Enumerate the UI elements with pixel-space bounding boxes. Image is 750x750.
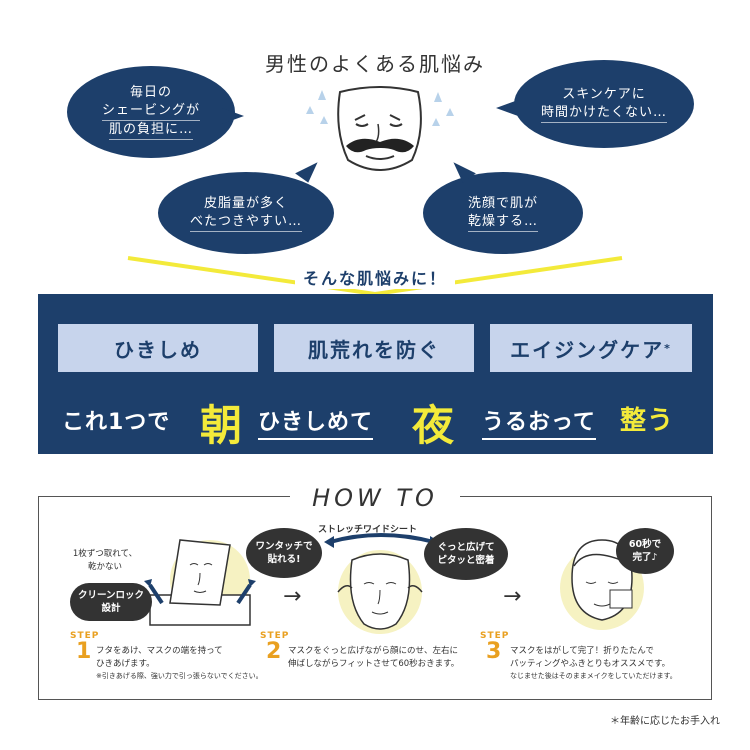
footnote-mark: * [664,341,672,355]
step1-tag: クリーンロック 設計 [70,583,152,621]
step1-bubble: ワンタッチで 貼れる! [246,528,322,578]
bubble-tail [222,108,244,124]
text-line: フタをあけ、マスクの端を持って [96,646,223,656]
bubble-line: スキンケアに [562,86,646,102]
concern-bubble-oily: 皮脂量が多く べたつきやすい… [158,172,334,254]
solution-label: そんな肌悩みに！ [295,265,455,289]
benefit-label: ひきしめ [114,337,202,362]
finish-text: 整う [620,406,675,436]
bubble-line: ピタッと密着 [437,555,495,566]
bubble-line: 60秒で [628,539,662,550]
text-line: ひきあげます。 [96,659,155,669]
step1-note: 1枚ずつ取れて、 乾かない [60,548,150,574]
arrow-icon: → [283,584,302,609]
benefit-label: 肌荒れを防ぐ [308,337,440,362]
page-title: 男性のよくある肌悩み [265,52,485,76]
note-line: 1枚ずつ取れて、 [72,549,138,559]
bubble-line: 完了♪ [632,552,658,563]
bubble-line: 毎日の [129,85,172,100]
sheet-label: ストレッチワイドシート [318,525,418,535]
mask-face-illustration [306,86,454,171]
step2-bubble: ぐっと広げて ピタッと密着 [424,528,508,580]
night-kanji: 夜 [412,401,456,450]
text-line: パッティングやふきとりもオススメです。 [510,659,671,669]
tagline-part: ひきしめて [258,404,374,440]
tag-line: 設計 [101,603,121,614]
benefit-pill-aging: エイジングケア* [490,324,692,372]
bubble-line: ぐっと広げて [437,542,495,553]
tagline: これ1つで 朝 ひきしめて 夜 うるおって 整う [38,392,713,450]
bubble-line: 肌の負担に… [108,121,193,140]
concern-bubble-dry: 洗顔で肌が 乾燥する… [423,172,583,254]
text-line: 伸ばしながらフィットさせて60秒おきます。 [288,659,460,669]
text-line: マスクをぐっと広げながら顔にのせ、左右に [288,646,459,656]
concern-bubble-time: スキンケアに 時間かけたくない… [514,60,694,148]
bubble-line: 皮脂量が多く [203,195,288,211]
bubble-line: 乾燥する… [467,213,538,232]
tag-line: クリーンロック [77,590,145,601]
bubble-line: 貼れる! [267,554,301,565]
step1-illustration [144,539,256,626]
text-line: マスクをはがして完了！折りたたんで [510,646,654,656]
benefit-pill-protect: 肌荒れを防ぐ [274,324,474,372]
bubble-tail [496,100,518,116]
benefits-band: ひきしめ 肌荒れを防ぐ エイジングケア* これ1つで 朝 ひきしめて 夜 うるお… [38,294,713,454]
text-line: なじませた後はそのままメイクをしていただけます。 [510,672,677,680]
text-line: ※引きあげる際、強い力で引っ張らないでください。 [96,672,263,680]
step1-text: フタをあけ、マスクの端を持って ひきあげます。 ※引きあげる際、強い力で引っ張ら… [96,645,276,682]
benefit-pill-firming: ひきしめ [58,324,258,372]
bubble-line: ワンタッチで [255,541,313,552]
footnote: ＊年齢に応じたお手入れ [610,716,720,727]
step3-illustration [560,539,644,630]
bubble-line: 時間かけたくない… [540,104,667,123]
tagline-part: うるおって [482,404,596,440]
benefit-label: エイジングケア [510,337,665,362]
bubble-line: べたつきやすい… [189,213,302,232]
note-line: 乾かない [87,562,122,572]
morning-kanji: 朝 [200,401,244,450]
step2-illustration [324,533,440,634]
howto-title: HOW TO [290,484,460,512]
tagline-part: これ1つで [62,410,171,435]
step3-bubble: 60秒で 完了♪ [616,528,674,574]
bubble-line: 洗顔で肌が [467,195,538,211]
arrow-icon: → [503,584,522,609]
bubble-line: シェービングが [101,102,200,121]
step2-text: マスクをぐっと広げながら顔にのせ、左右に 伸ばしながらフィットさせて60秒おきま… [288,645,478,671]
concern-bubble-shaving: 毎日の シェービングが 肌の負担に… [67,66,235,158]
step3-text: マスクをはがして完了！折りたたんで パッティングやふきとりもオススメです。 なじ… [510,645,706,682]
